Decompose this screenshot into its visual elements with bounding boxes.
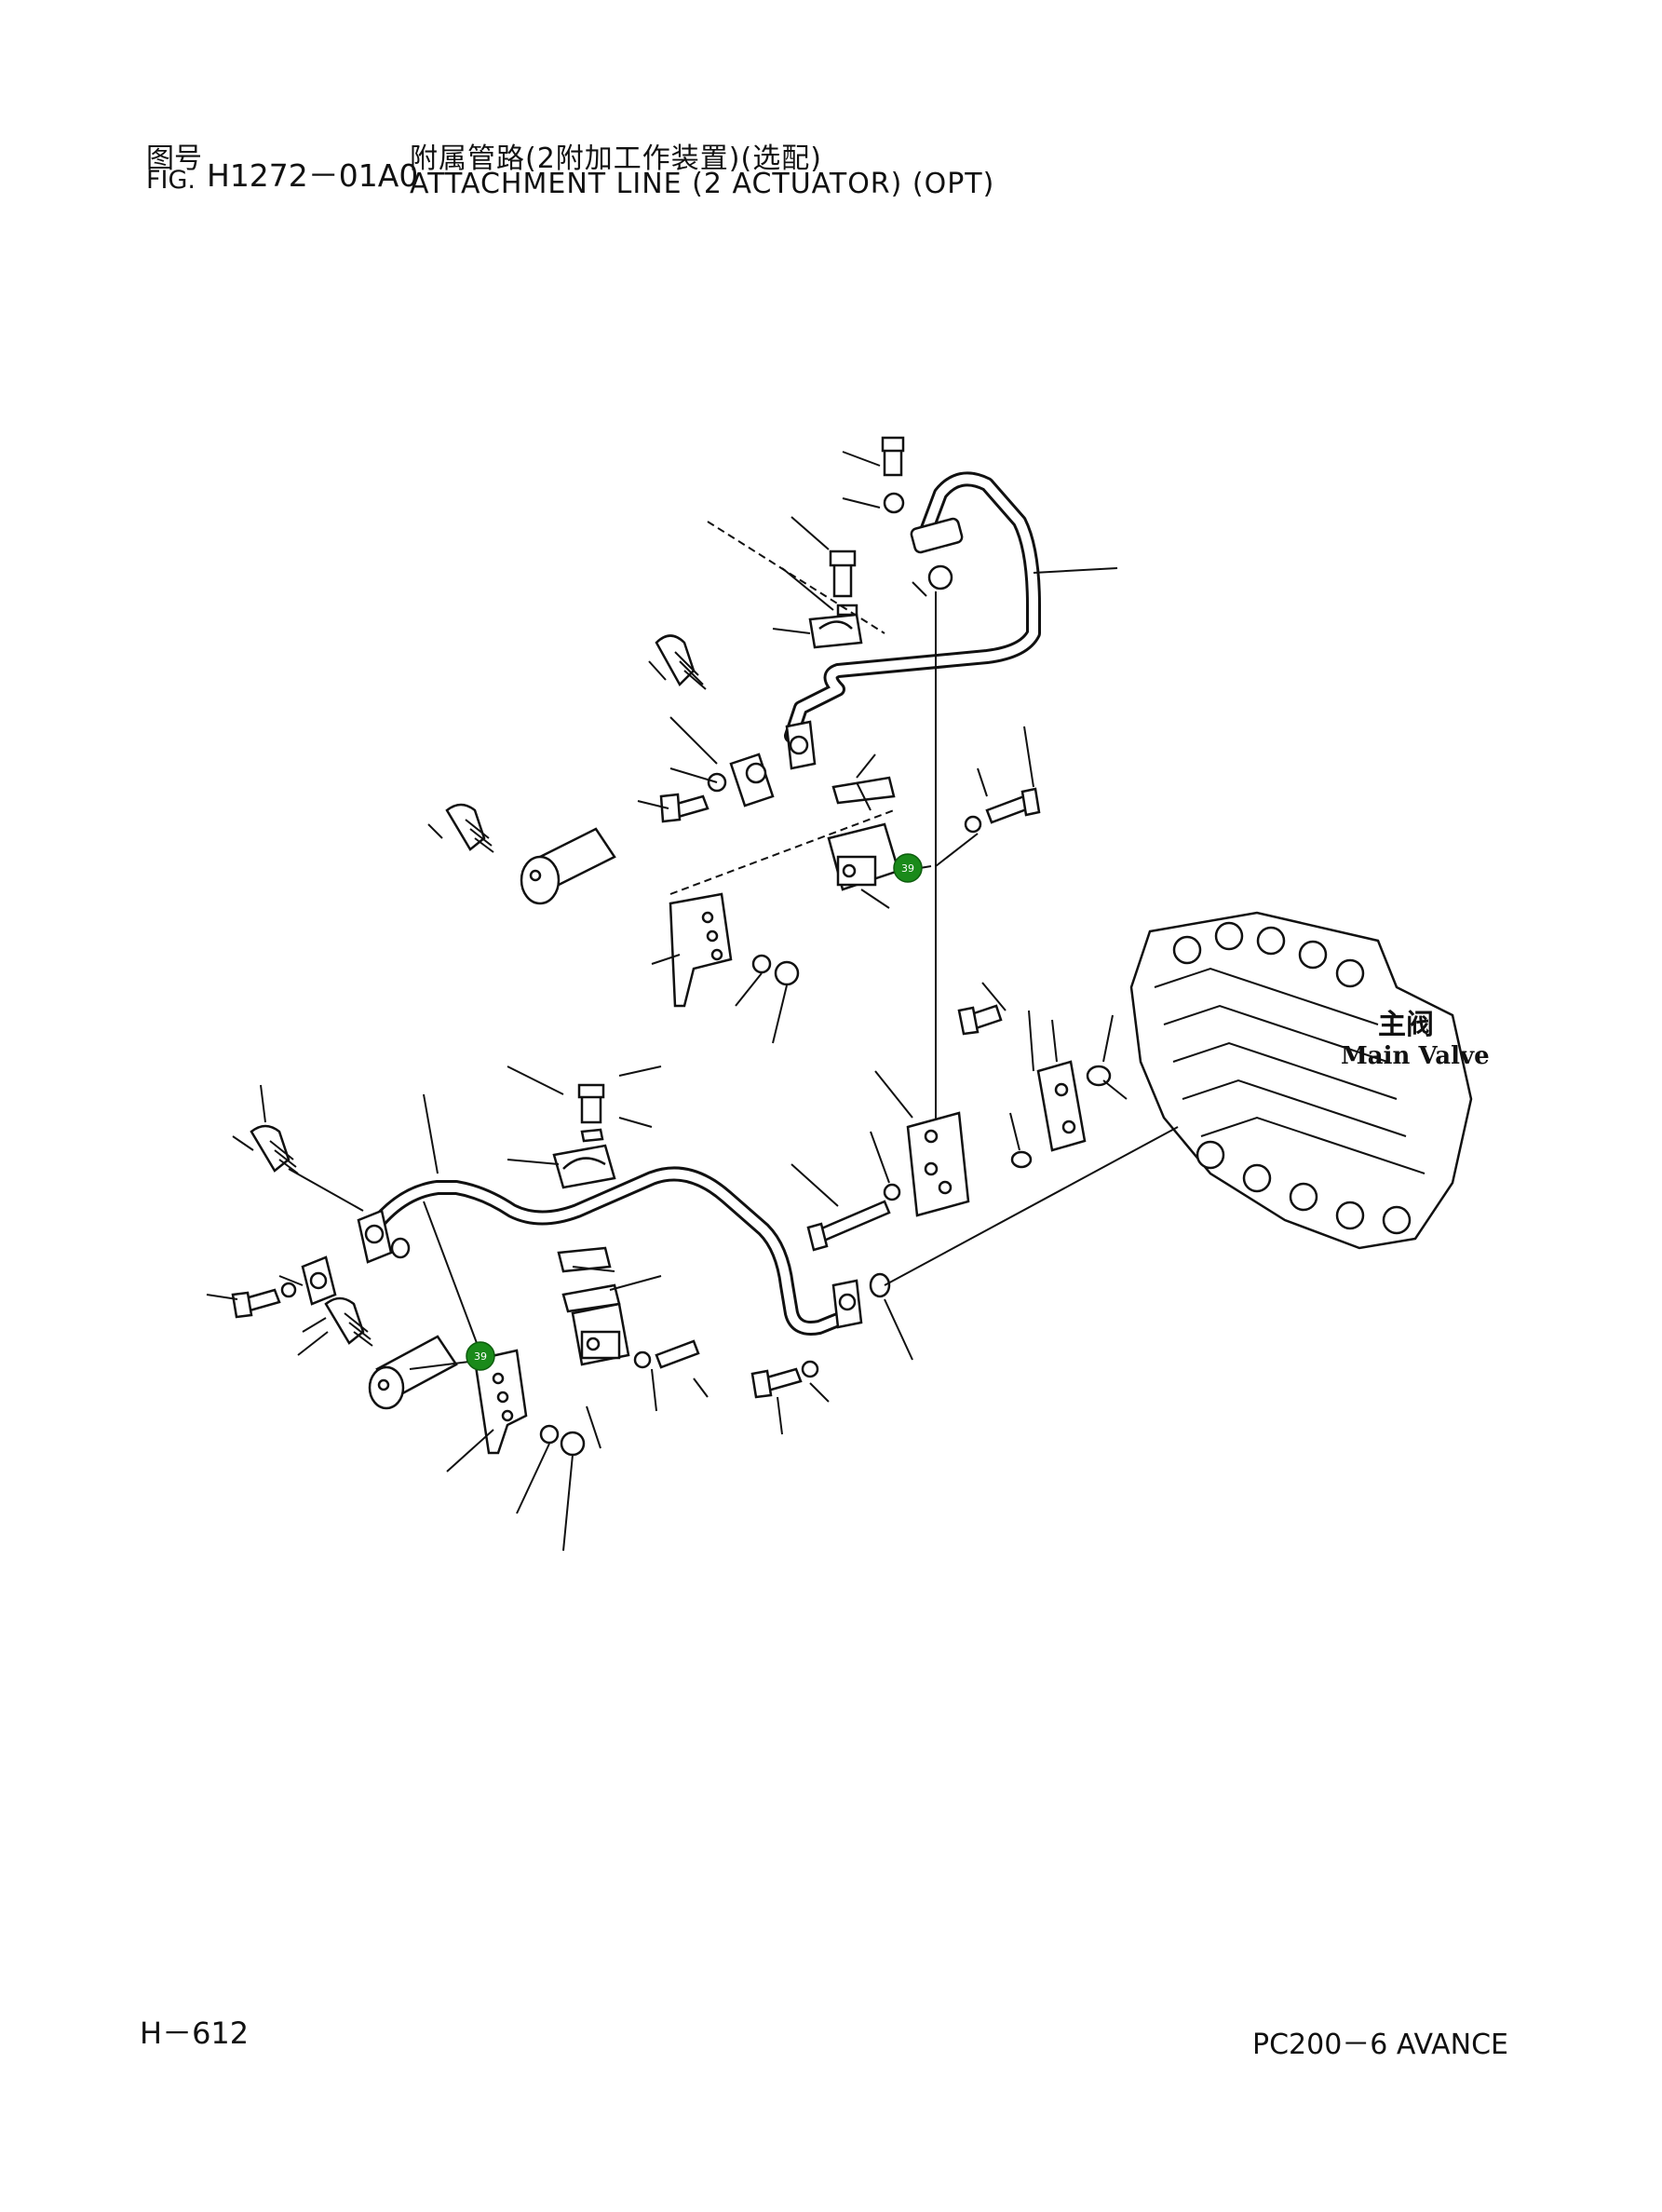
lower-hose-end-1 — [250, 1124, 299, 1174]
lower-clamp — [552, 1083, 616, 1189]
upper-clamp — [808, 613, 863, 649]
upper-support — [827, 776, 900, 891]
main-valve-label-cn: 主阀 — [1378, 1009, 1434, 1041]
title-english: ATTACHMENT LINE (2 ACTUATOR) (OPT) — [410, 168, 995, 200]
lower-left-flange — [231, 1209, 411, 1319]
main-valve — [1129, 911, 1473, 1250]
fig-label-en: FIG. — [146, 166, 196, 195]
callout-marker-39-lower[interactable]: 39 — [466, 1341, 495, 1371]
main-valve-label-en: Main Valve — [1341, 1042, 1490, 1070]
upper-adapter — [520, 827, 616, 905]
lower-hose-end-2 — [324, 1296, 373, 1347]
lower-mid-bolt — [633, 1339, 700, 1369]
callout-label: 39 — [901, 862, 914, 875]
central-block — [883, 1004, 1033, 1217]
leader-lines-lower — [206, 982, 1179, 1552]
page-number: H－612 — [140, 2015, 250, 2051]
lower-bracket — [473, 1349, 586, 1457]
fig-label-cn: 图号 — [146, 142, 202, 175]
upper-bolt-top — [829, 550, 858, 617]
upper-bracket — [669, 892, 800, 1008]
long-bolt — [806, 1200, 891, 1252]
upper-pipe — [784, 471, 1041, 743]
lower-right-flange — [831, 1272, 891, 1329]
lower-adapter — [368, 1335, 458, 1410]
upper-right-bolt — [964, 787, 1041, 834]
lower-right-bolt — [750, 1360, 819, 1399]
title-chinese: 附属管路(2附加工作装置)(选配) — [410, 142, 822, 175]
upper-flange — [881, 436, 964, 590]
upper-hose-end-2 — [445, 803, 494, 853]
upper-hose-end-1 — [655, 634, 707, 690]
figure-number: H1272－01A0 — [207, 157, 419, 194]
leader-lines-upper — [427, 451, 1118, 1044]
valve-flange — [1036, 1060, 1112, 1152]
upper-flange-block-left — [659, 720, 817, 823]
lower-pipe — [365, 1166, 850, 1336]
callout-label: 39 — [474, 1350, 487, 1363]
model-name: PC200－6 AVANCE — [1252, 2029, 1508, 2061]
callout-marker-39-upper[interactable]: 39 — [893, 853, 923, 883]
lower-support — [557, 1246, 630, 1366]
